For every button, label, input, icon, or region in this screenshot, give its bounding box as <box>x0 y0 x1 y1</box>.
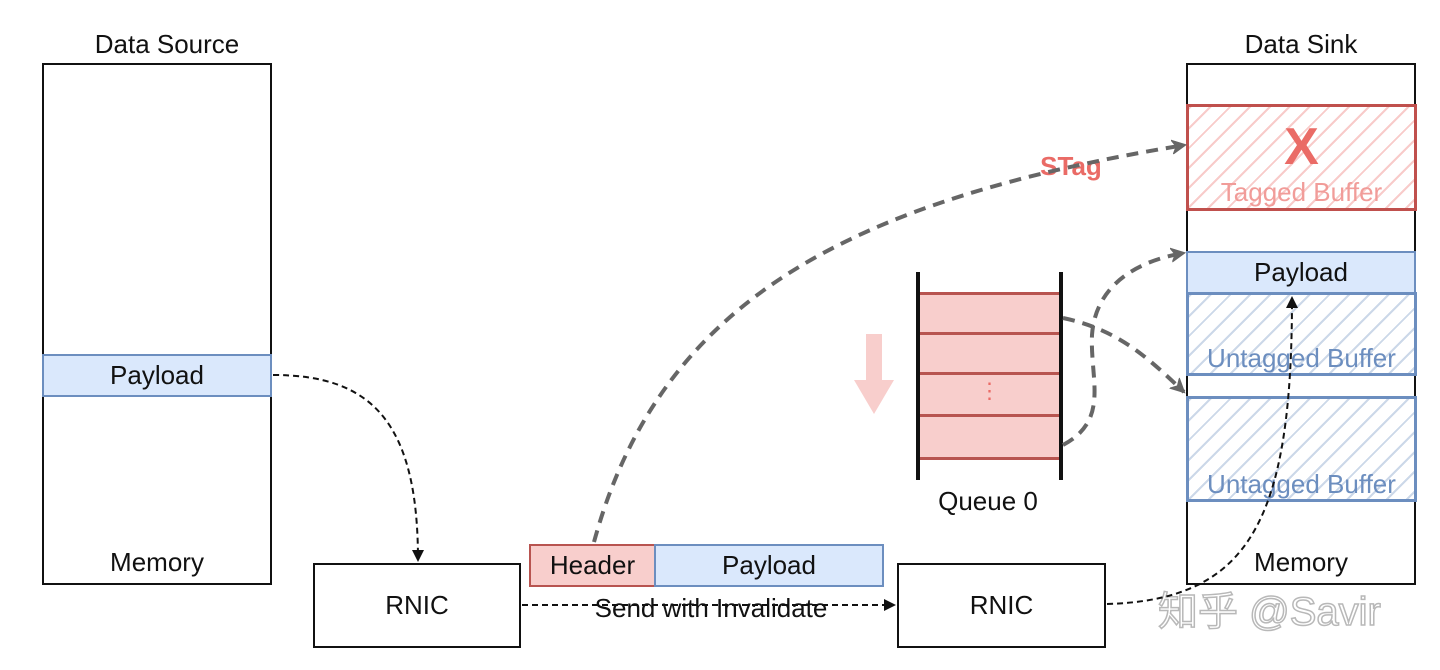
tagged-buffer-label: Tagged Buffer <box>1220 177 1383 207</box>
sink-payload-cell: Payload <box>1186 251 1416 294</box>
data-source-title: Data Source <box>94 29 240 59</box>
queue-slot <box>920 332 1059 375</box>
sink-payload-label: Payload <box>1254 257 1348 287</box>
arrow-queue-to-payload <box>1062 253 1184 447</box>
arrow-header-stag-to-tagged-buffer <box>592 145 1185 543</box>
packet-payload-label: Payload <box>722 550 816 580</box>
watermark: 知乎 @Savir <box>1157 590 1381 634</box>
rnic-left-label: RNIC <box>385 590 449 620</box>
sink-memory-label: Memory <box>1254 547 1348 577</box>
packet-header-cell: Header <box>529 544 656 587</box>
queue-ellipsis: ⋮ <box>978 378 1001 403</box>
stag-label: STag <box>1036 153 1106 179</box>
rnic-left-box: RNIC <box>313 563 521 648</box>
queue-label: Queue 0 <box>938 486 1038 516</box>
rnic-right-box: RNIC <box>897 563 1106 648</box>
untagged-buffer-2-label: Untagged Buffer <box>1207 469 1396 499</box>
rnic-right-label: RNIC <box>969 590 1034 620</box>
arrow-queue-to-untagged-buffer <box>1062 316 1184 394</box>
queue-slot <box>920 414 1059 460</box>
untagged-buffer-1: Untagged Buffer <box>1186 292 1417 376</box>
data-source-memory-box <box>42 63 272 585</box>
source-memory-label: Memory <box>110 547 204 577</box>
untagged-buffer-1-label: Untagged Buffer <box>1207 343 1396 373</box>
tagged-buffer-invalid-mark: X <box>1284 118 1319 176</box>
data-sink-title: Data Sink <box>1244 29 1358 59</box>
source-payload-cell: Payload <box>42 354 272 397</box>
queue-slot <box>920 292 1059 335</box>
queue-direction-arrow <box>854 334 894 414</box>
tagged-buffer: X Tagged Buffer <box>1186 104 1417 211</box>
packet-payload-cell: Payload <box>654 544 884 587</box>
arrow-source-payload-to-rnic <box>272 374 424 562</box>
send-with-invalidate-label: Send with Invalidate <box>578 595 844 621</box>
untagged-buffer-2: Untagged Buffer <box>1186 396 1417 502</box>
packet-header-label: Header <box>549 550 636 580</box>
source-payload-label: Payload <box>110 360 204 390</box>
queue-right-rail <box>1059 272 1063 480</box>
queue-0: ⋮ <box>916 272 1063 480</box>
